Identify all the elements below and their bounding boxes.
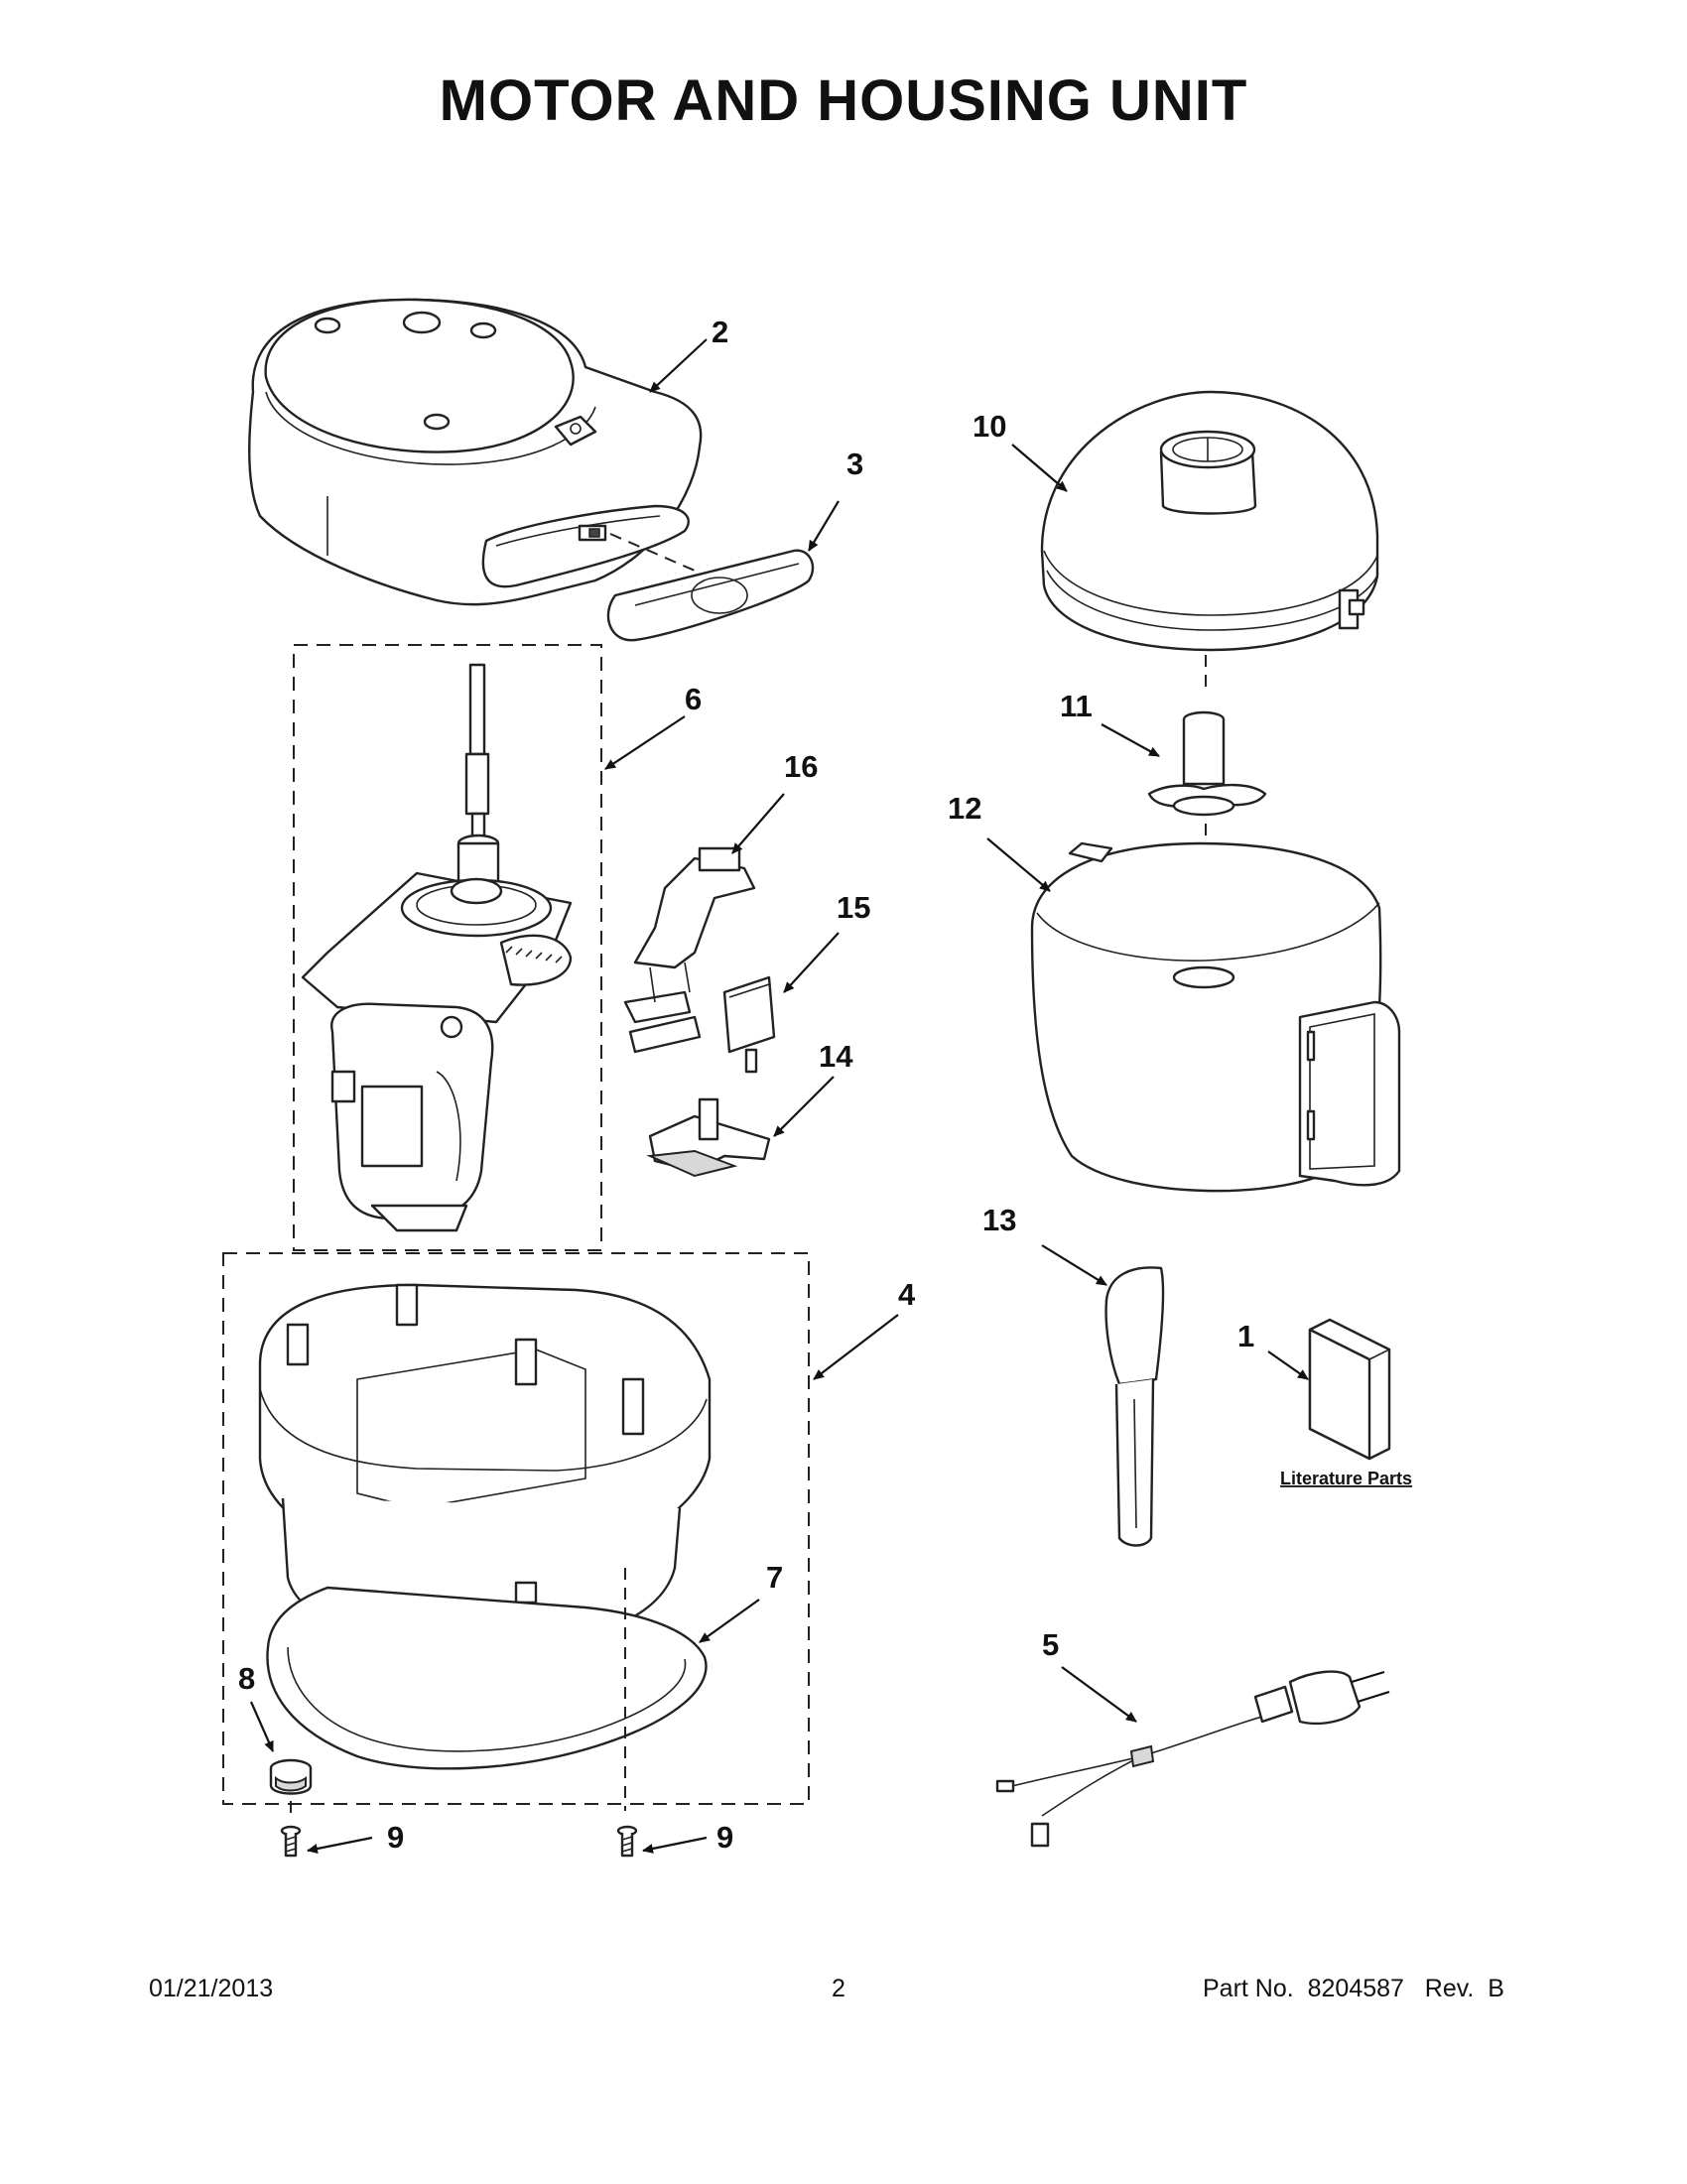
part-6-motor-assembly [301,663,573,1232]
revision-label: Rev. [1424,1975,1475,2002]
part-14-lever [646,1097,771,1178]
part-13-spatula [1104,1266,1165,1547]
callout-14: 14 [819,1039,853,1074]
page-title: MOTOR AND HOUSING UNIT [439,68,1248,133]
part-12-work-bowl [1030,841,1401,1193]
base-housing-box [222,1252,810,1805]
callout-4: 4 [898,1277,916,1312]
part-9-screw-right [616,1825,638,1858]
part-16-actuator [623,846,756,1054]
part-5-power-cord [995,1670,1390,1848]
part-7-gasket [266,1586,708,1770]
part-number: 8204587 [1307,1975,1404,2002]
callout-1: 1 [1237,1319,1254,1353]
callout-10: 10 [973,409,1006,444]
footer-part-info: Part No. 8204587 Rev. B [1203,1975,1504,2003]
part-3-lens [606,533,815,642]
part-10-bowl-cover [1040,390,1379,652]
revision: B [1488,1975,1504,2002]
footer-page-number: 2 [832,1975,845,2002]
part-11-blade [1147,710,1267,817]
callout-2: 2 [712,315,728,349]
part-2-top-cover [248,298,703,606]
callout-leaders [249,338,1309,1854]
callout-9-right: 9 [716,1820,733,1855]
callout-3: 3 [846,447,863,481]
callout-16: 16 [784,749,818,784]
part-number-label: Part No. [1203,1975,1294,2002]
footer-date: 01/21/2013 [149,1975,274,2002]
part-1-literature [1308,1318,1391,1461]
callout-11: 11 [1060,689,1093,723]
literature-parts-label: Literature Parts [1280,1469,1412,1488]
part-15-switch [722,975,776,1074]
callout-5: 5 [1042,1627,1059,1662]
callout-15: 15 [837,890,870,925]
callout-6: 6 [685,682,702,716]
callout-8: 8 [238,1661,255,1696]
part-8-foot [269,1758,313,1795]
part-4-base-housing [258,1283,712,1644]
callout-13: 13 [982,1203,1016,1237]
callout-12: 12 [948,791,981,826]
callout-9-left: 9 [387,1820,404,1855]
callout-7: 7 [766,1560,783,1595]
part-9-screw-left [280,1825,302,1858]
